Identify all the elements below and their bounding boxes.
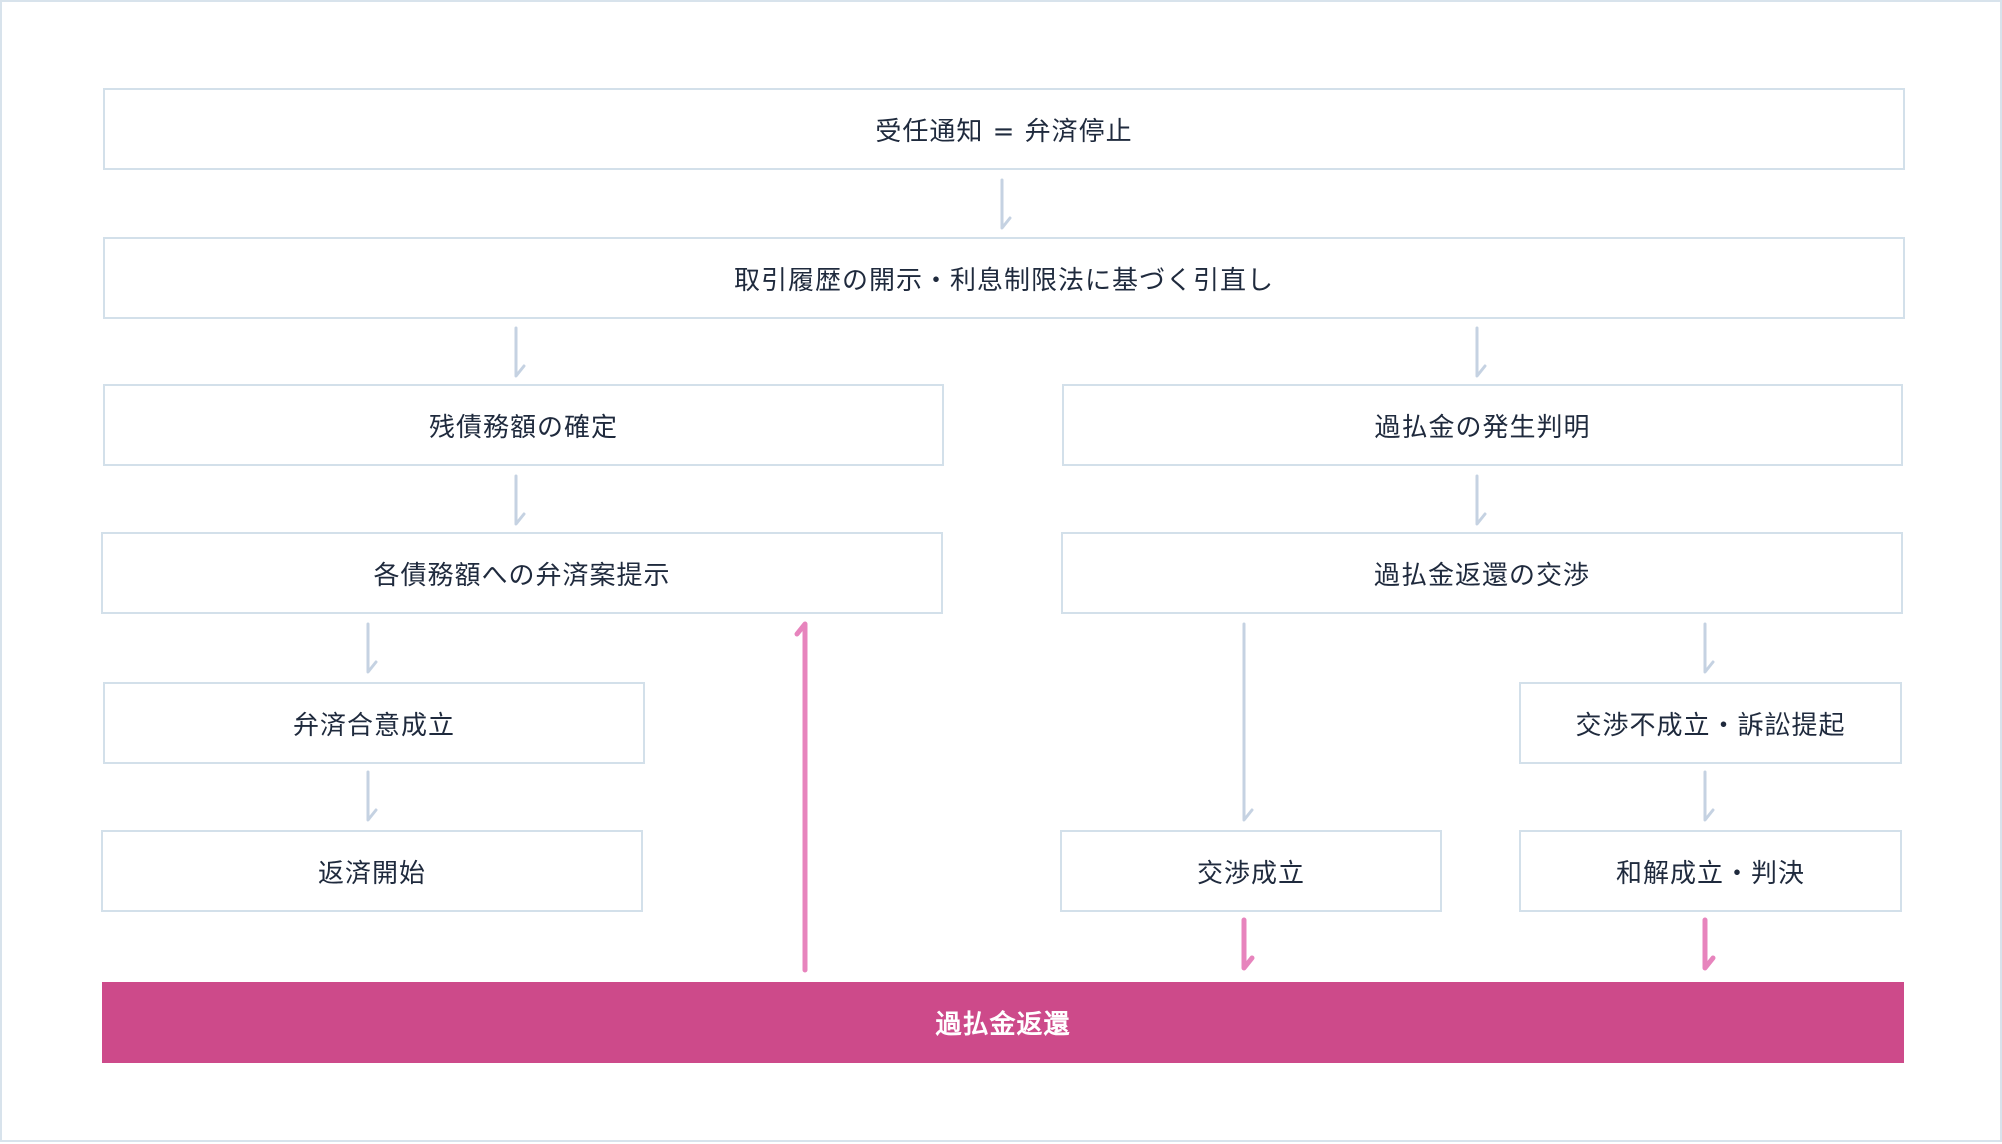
arrow-proposal-to-agreement: [366, 622, 378, 674]
node-debt-confirm: 残債務額の確定: [103, 384, 944, 466]
node-notice: 受任通知 = 弁済停止: [103, 88, 1905, 170]
arrow-refund-to-proposal: [794, 621, 808, 973]
arrow-overpay-to-negotiation: [1475, 474, 1487, 526]
arrow-lawsuit-to-settlement: [1703, 770, 1715, 822]
arrow-notice-to-disclosure: [1000, 178, 1012, 230]
arrow-disclosure-to-debt: [514, 326, 526, 378]
node-negotiation-success: 交渉成立: [1060, 830, 1442, 912]
arrow-settlement-to-refund: [1702, 917, 1716, 971]
arrow-negotiation-to-lawsuit: [1703, 622, 1715, 674]
arrow-negotiation-to-success: [1242, 622, 1254, 822]
node-settlement: 和解成立・判決: [1519, 830, 1902, 912]
node-disclosure: 取引履歴の開示・利息制限法に基づく引直し: [103, 237, 1905, 319]
arrow-disclosure-to-overpay: [1475, 326, 1487, 378]
arrow-agreement-to-repay: [366, 770, 378, 822]
node-overpay-found: 過払金の発生判明: [1062, 384, 1903, 466]
node-refund-negotiation: 過払金返還の交渉: [1061, 532, 1903, 614]
node-lawsuit: 交渉不成立・訴訟提起: [1519, 682, 1902, 764]
node-repay-proposal: 各債務額への弁済案提示: [101, 532, 943, 614]
node-refund: 過払金返還: [102, 982, 1904, 1063]
node-agreement: 弁済合意成立: [103, 682, 645, 764]
node-repay-start: 返済開始: [101, 830, 643, 912]
arrow-success-to-refund: [1241, 917, 1255, 971]
arrow-debt-to-proposal: [514, 474, 526, 526]
